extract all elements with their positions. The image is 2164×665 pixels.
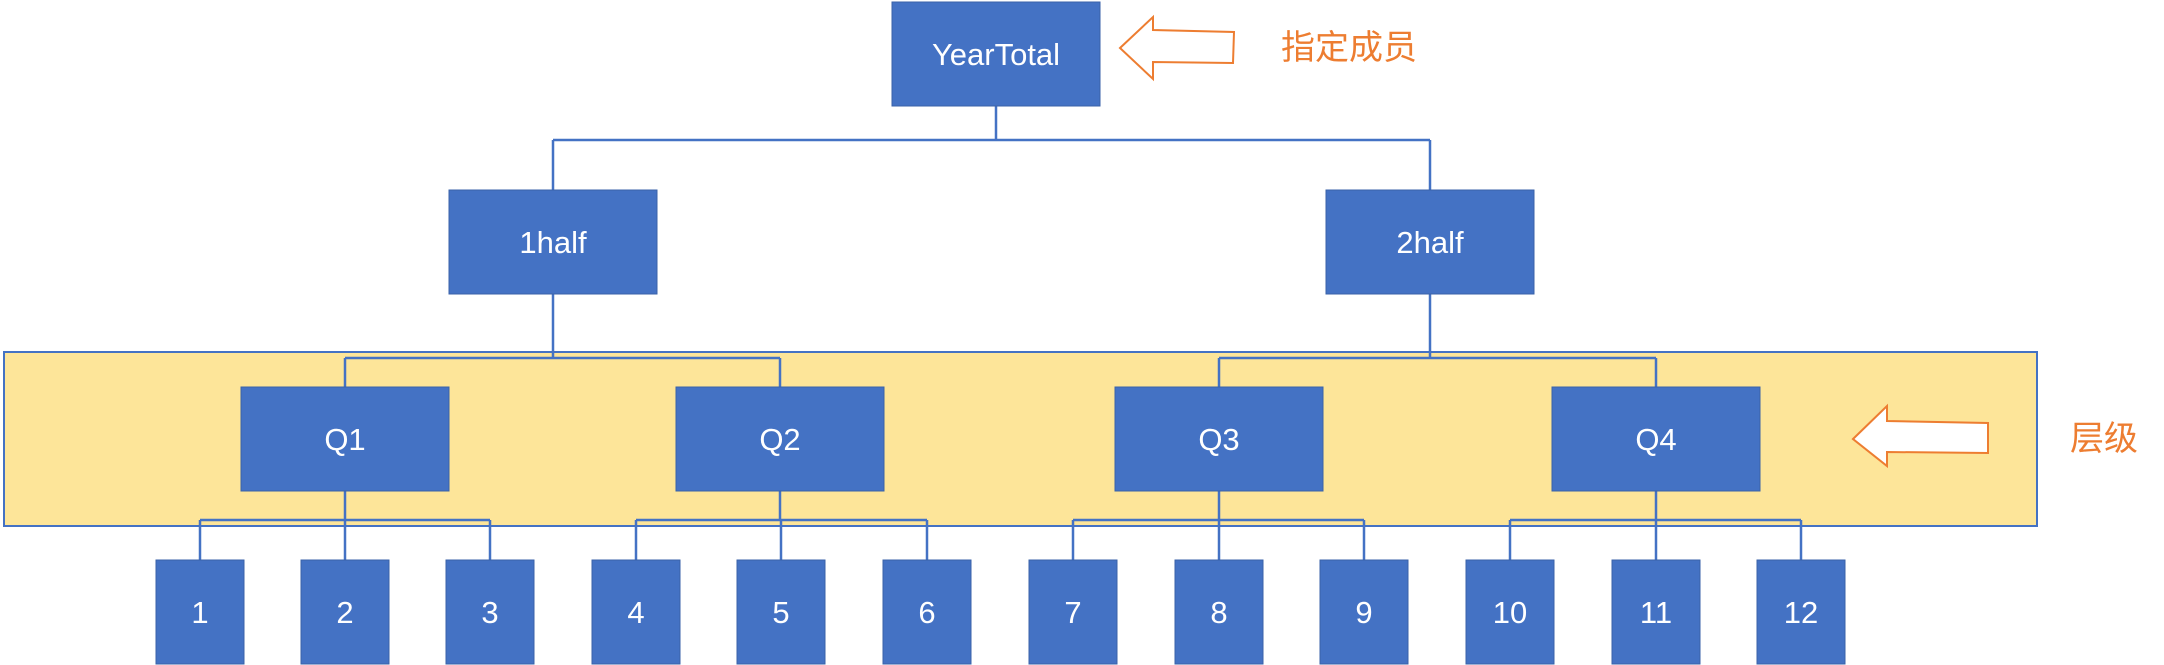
node-month-label: 3 <box>481 595 498 630</box>
node-quarter-box <box>1114 386 1324 492</box>
specified-member-label: 指定成员 <box>1281 28 1417 68</box>
node-month-label: 9 <box>1355 595 1372 630</box>
node-quarter-label: Q3 <box>1198 422 1239 457</box>
node-month-box <box>1028 559 1118 665</box>
node-month-label: 12 <box>1784 595 1818 630</box>
connector-lines <box>198 106 1803 560</box>
node-half-label: 1half <box>519 225 587 260</box>
node-month: 11 <box>1611 559 1701 665</box>
node-month: 2 <box>300 559 390 665</box>
node-quarter-box <box>675 386 885 492</box>
node-month: 5 <box>736 559 826 665</box>
node-month: 4 <box>591 559 681 665</box>
node-half-box <box>448 189 658 295</box>
node-month-label: 1 <box>191 595 208 630</box>
node-root-box <box>891 1 1101 107</box>
node-month-label: 8 <box>1210 595 1227 630</box>
node-month-label: 6 <box>918 595 935 630</box>
node-month-label: 10 <box>1493 595 1527 630</box>
node-month-box <box>1465 559 1555 665</box>
node-month-box <box>882 559 972 665</box>
node-quarter-box <box>240 386 450 492</box>
node-month: 12 <box>1756 559 1846 665</box>
node-half-label: 2half <box>1396 225 1464 260</box>
node-month: 1 <box>155 559 245 665</box>
node-month-label: 2 <box>336 595 353 630</box>
arrow-left-outline-icon <box>1851 403 1989 469</box>
node-quarter-label: Q1 <box>324 422 365 457</box>
node-month-box <box>300 559 390 665</box>
node-quarter-label: Q4 <box>1635 422 1676 457</box>
annotation-specified-member: 指定成员 <box>1118 14 1417 82</box>
node-month-box <box>591 559 681 665</box>
node-month-label: 5 <box>772 595 789 630</box>
node-month-box <box>1756 559 1846 665</box>
node-month-box <box>1319 559 1409 665</box>
node-month: 9 <box>1319 559 1409 665</box>
node-root: YearTotal <box>891 1 1101 107</box>
node-half-box <box>1325 189 1535 295</box>
node-month-box <box>736 559 826 665</box>
node-month: 3 <box>445 559 535 665</box>
node-half: 2half <box>1325 189 1535 295</box>
level-label: 层级 <box>2070 419 2138 459</box>
node-month-label: 4 <box>627 595 644 630</box>
node-month: 7 <box>1028 559 1118 665</box>
node-month-label: 11 <box>1640 595 1672 630</box>
node-month: 6 <box>882 559 972 665</box>
node-month-box <box>155 559 245 665</box>
annotation-level: 层级 <box>1851 403 2138 469</box>
node-quarter-box <box>1551 386 1761 492</box>
node-quarter: Q3 <box>1114 386 1324 492</box>
node-month-box <box>445 559 535 665</box>
node-month: 8 <box>1174 559 1264 665</box>
node-quarter: Q4 <box>1551 386 1761 492</box>
node-quarter: Q1 <box>240 386 450 492</box>
node-month-label: 7 <box>1064 595 1081 630</box>
node-quarter-label: Q2 <box>759 422 800 457</box>
node-half: 1half <box>448 189 658 295</box>
node-month-box <box>1174 559 1264 665</box>
node-month: 10 <box>1465 559 1555 665</box>
node-root-label: YearTotal <box>932 37 1060 72</box>
node-quarter: Q2 <box>675 386 885 492</box>
node-month-box <box>1611 559 1701 665</box>
arrow-left-outline-icon <box>1118 14 1236 82</box>
